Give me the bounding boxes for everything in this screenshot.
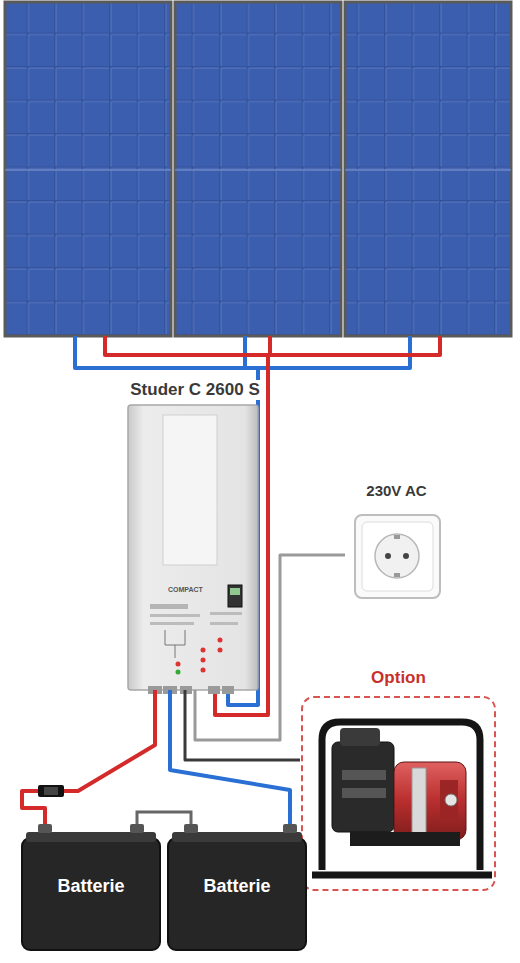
battery-node: Batterie xyxy=(168,830,306,950)
battery-node: Batterie xyxy=(22,830,160,950)
fuse-symbol xyxy=(44,787,58,795)
battery-label: Batterie xyxy=(203,876,270,897)
battery-minus-wire xyxy=(170,690,290,824)
generator xyxy=(302,697,495,890)
solar-panels xyxy=(5,2,511,336)
generator-node: Option xyxy=(300,666,497,892)
inverter-node: Studer C 2600 S COMPACT xyxy=(100,378,290,690)
battery-label: Batterie xyxy=(57,876,124,897)
battery-plus-wire xyxy=(22,690,155,824)
panel-wiring xyxy=(75,336,440,715)
generator-wire xyxy=(185,690,300,760)
batteries xyxy=(22,812,306,950)
device-label: Studer C 2600 S xyxy=(127,380,262,400)
option-label: Option xyxy=(368,668,429,688)
outlet-node: 230V AC xyxy=(345,480,448,600)
brand-label: COMPACT xyxy=(168,586,203,594)
fuse-symbol xyxy=(38,785,64,797)
voltage-label: 230V AC xyxy=(363,482,429,499)
inverter-body xyxy=(128,405,258,694)
wall-outlet xyxy=(355,515,440,598)
ac-output-wire xyxy=(195,555,345,740)
